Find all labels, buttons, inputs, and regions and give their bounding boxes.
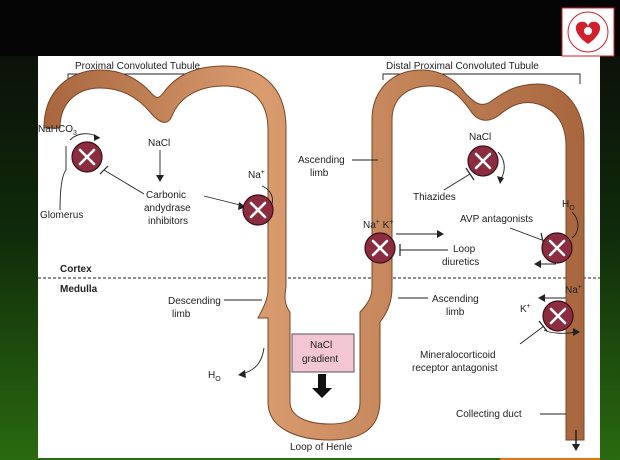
mineralo-line1: Mineralocorticoid — [420, 350, 496, 361]
distal-title: Distal Proximal Convoluted Tubule — [386, 61, 539, 72]
nacl-gradient-box: NaCl gradient — [292, 334, 354, 372]
blocker-thiazides — [468, 146, 498, 176]
loop-diuretics-line2: diuretics — [442, 257, 479, 268]
descending-line1: Descending — [168, 296, 221, 307]
blocker-na-proximal — [243, 195, 273, 225]
nacl-gradient-line2: gradient — [302, 354, 338, 365]
gradient-arrow-shaft — [318, 374, 326, 388]
carbonic-line2: andydrase — [144, 203, 191, 214]
blocker-mineralocorticoid — [543, 301, 573, 331]
ascending-mid-line2: limb — [446, 307, 465, 318]
ascending-mid-line1: Ascending — [432, 294, 479, 305]
diagram-panel — [38, 56, 600, 458]
avp-label: AVP antagonists — [460, 214, 533, 225]
ascending-top-line2: limb — [310, 168, 329, 179]
glomerus-label: Glomerus — [40, 210, 83, 221]
mineralo-line2: receptor antagonist — [412, 363, 498, 374]
descending-line2: limb — [172, 309, 191, 320]
nacl-left-label: NaCl — [148, 138, 170, 149]
blocker-na-k — [365, 233, 395, 263]
loop-of-henle-label: Loop of Henle — [290, 442, 353, 453]
logo-seal — [562, 8, 614, 56]
thiazides-label: Thiazides — [413, 192, 456, 203]
medulla-label: Medulla — [60, 284, 98, 295]
blocker-carbonic-anhydrase — [72, 142, 102, 172]
nacl-right-label: NaCl — [469, 132, 491, 143]
collecting-duct-label: Collecting duct — [456, 409, 522, 420]
cortex-label: Cortex — [60, 264, 92, 275]
top-band — [0, 0, 620, 56]
ascending-top-line1: Ascending — [298, 155, 345, 166]
blocker-avp — [542, 233, 572, 263]
loop-diuretics-line1: Loop — [453, 244, 476, 255]
nacl-gradient-line1: NaCl — [310, 340, 332, 351]
carbonic-line1: Carbonic — [146, 190, 186, 201]
carbonic-line3: inhibitors — [148, 216, 188, 227]
